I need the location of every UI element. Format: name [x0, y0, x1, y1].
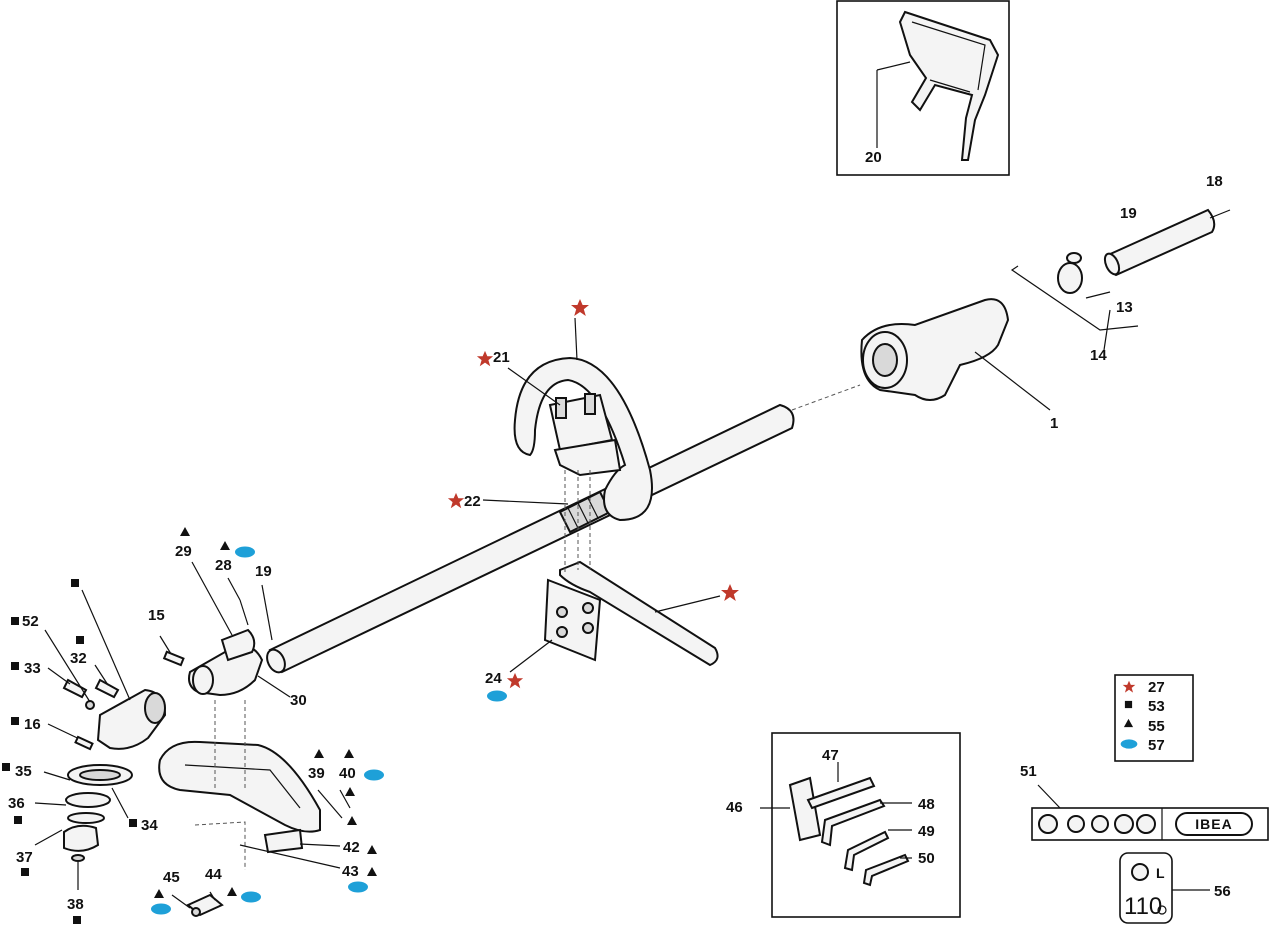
gear-head-group: [34, 561, 291, 890]
callout-44: 44: [205, 866, 222, 883]
triangle-icon: [367, 867, 377, 876]
square-icon: [76, 636, 84, 644]
star-icon: [447, 492, 465, 509]
noise-decal-top: L: [1156, 865, 1165, 881]
legend-rows: 27 53 55 57: [1120, 679, 1165, 754]
callout-48: 48: [918, 796, 935, 813]
ellipse-icon: [348, 881, 368, 893]
rear-handle-group: [860, 208, 1231, 411]
callout-38: 38: [67, 896, 84, 913]
callout-22: 22: [464, 493, 481, 510]
star-icon: [721, 584, 739, 601]
callout-13: 13: [1116, 299, 1133, 316]
callout-14: 14: [1090, 347, 1107, 364]
callout-47: 47: [822, 747, 839, 764]
ellipse-icon: [151, 903, 171, 915]
callout-34: 34: [141, 817, 158, 834]
callout-29: 29: [175, 543, 192, 560]
ellipse-icon: [1120, 739, 1138, 749]
harness-inset: [836, 0, 1010, 176]
callout-35: 35: [15, 763, 32, 780]
callout-39: 39: [308, 765, 325, 782]
warning-decal: [1031, 784, 1269, 841]
callout-20: 20: [865, 149, 882, 166]
square-icon: [129, 819, 137, 827]
square-icon: [11, 617, 19, 625]
square-icon: [73, 916, 81, 924]
triangle-icon: [154, 889, 164, 898]
triangle-icon: [347, 816, 357, 825]
callout-56: 56: [1214, 883, 1231, 900]
legend-code-square: 53: [1148, 698, 1165, 715]
star-icon: [506, 672, 524, 689]
legend-code-triangle: 55: [1148, 718, 1165, 735]
triangle-icon: [345, 787, 355, 796]
tool-kit-inset: [760, 732, 961, 918]
loop-handle: [482, 317, 653, 522]
callout-40: 40: [339, 765, 356, 782]
ellipse-icon: [364, 769, 384, 781]
callout-43: 43: [342, 863, 359, 880]
callout-36: 36: [8, 795, 25, 812]
star-icon: [571, 299, 589, 316]
square-icon: [1124, 700, 1133, 709]
guard-group: [158, 700, 351, 917]
callout-45: 45: [163, 869, 180, 886]
callout-37: 37: [16, 849, 33, 866]
square-icon: [2, 763, 10, 771]
callout-52: 52: [22, 613, 39, 630]
callout-19-rear: 19: [1120, 205, 1137, 222]
callout-18: 18: [1206, 173, 1223, 190]
callout-42: 42: [343, 839, 360, 856]
ellipse-icon: [487, 690, 507, 702]
triangle-icon: [367, 845, 377, 854]
square-icon: [21, 868, 29, 876]
square-icon: [14, 816, 22, 824]
triangle-icon: [344, 749, 354, 758]
callout-46: 46: [726, 799, 743, 816]
triangle-icon: [227, 887, 237, 896]
callout-33: 33: [24, 660, 41, 677]
callout-28: 28: [215, 557, 232, 574]
triangle-icon: [314, 749, 324, 758]
star-icon: [476, 350, 494, 367]
callout-51: 51: [1020, 763, 1037, 780]
ellipse-icon: [241, 891, 261, 903]
callout-19-front: 19: [255, 563, 272, 580]
symbol-legend: [1114, 674, 1194, 762]
legend-code-star: 27: [1148, 679, 1165, 696]
callout-50: 50: [918, 850, 935, 867]
callout-21: 21: [493, 349, 510, 366]
square-icon: [11, 717, 19, 725]
callout-49: 49: [918, 823, 935, 840]
callout-1: 1: [1050, 415, 1058, 432]
noise-decal: [1119, 852, 1210, 924]
callout-16: 16: [24, 716, 41, 733]
square-icon: [71, 579, 79, 587]
brand-logo-text: IBEA: [1195, 816, 1232, 832]
ellipse-icon: [235, 546, 255, 558]
triangle-icon: [180, 527, 190, 536]
callout-24: 24: [485, 670, 502, 687]
callout-labels: 1 13 14 15 16 18 19 19 20 21 22 24 28 29…: [8, 149, 1231, 913]
square-icon: [11, 662, 19, 670]
callout-32: 32: [70, 650, 87, 667]
legend-code-ellipse: 57: [1148, 737, 1165, 754]
callout-30: 30: [290, 692, 307, 709]
barrier-bar: [509, 470, 721, 673]
noise-decal-number: 110: [1124, 893, 1162, 920]
callout-15: 15: [148, 607, 165, 624]
triangle-icon: [220, 541, 230, 550]
